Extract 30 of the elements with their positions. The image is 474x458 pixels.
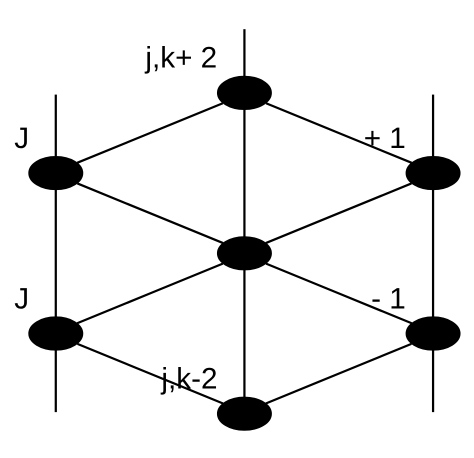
connector	[54, 190, 57, 317]
connector	[432, 190, 434, 317]
node-label: + 1	[364, 122, 406, 155]
node-circle	[28, 316, 84, 351]
connector	[266, 102, 412, 164]
connector	[54, 94, 57, 156]
connector	[265, 182, 412, 244]
connector	[432, 94, 434, 156]
node-label: J	[14, 282, 30, 316]
connector	[243, 29, 246, 76]
connector	[54, 350, 57, 412]
connector	[76, 102, 224, 164]
node-circle	[216, 76, 272, 110]
connector	[243, 109, 246, 237]
node-circle	[406, 156, 461, 190]
connector	[265, 342, 412, 404]
node-label: j,k-2	[161, 362, 218, 396]
connector	[76, 262, 224, 324]
node-circle	[28, 156, 84, 190]
node-label: J	[14, 122, 30, 155]
connector	[266, 262, 412, 324]
connector	[77, 342, 224, 404]
connector	[243, 270, 246, 397]
node-circle	[406, 316, 461, 351]
connector	[77, 182, 224, 244]
node-label: - 1	[371, 282, 406, 316]
node-label: j,k+ 2	[145, 42, 218, 75]
node-circle	[216, 396, 272, 431]
node-circle	[216, 236, 272, 270]
connector	[432, 350, 434, 412]
